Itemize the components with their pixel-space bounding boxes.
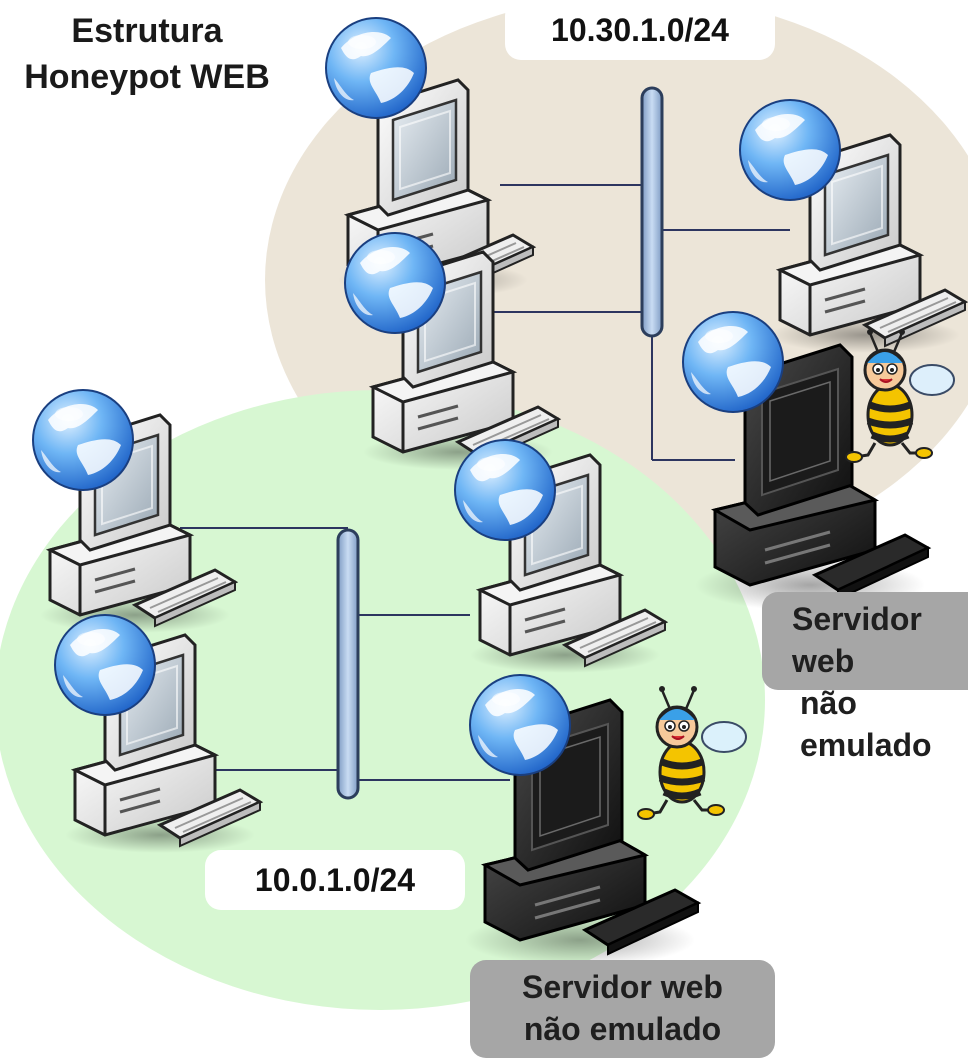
- upper-network-links: [475, 184, 790, 461]
- server-label-line-2: não emulado: [523, 1011, 722, 1047]
- globe-icon: [325, 17, 427, 119]
- globe-icon: [454, 439, 556, 541]
- globe-icon: [32, 389, 134, 491]
- network-bus-lower: [336, 528, 360, 800]
- network-address-upper: 10.30.1.0/24: [505, 0, 775, 60]
- server-label-line-2: não emulado: [800, 685, 932, 763]
- globe-icon: [469, 674, 571, 776]
- globe-icon: [54, 614, 156, 716]
- globe-icon: [682, 311, 784, 413]
- title-line-1: Estrutura: [71, 12, 223, 50]
- network-bus-upper: [640, 86, 664, 338]
- globe-icon: [344, 232, 446, 334]
- server-label-upper: Servidor web não emulado: [762, 592, 968, 763]
- diagram-title: Estrutura Honeypot WEB: [0, 8, 302, 100]
- server-label-line-1: Servidor web: [522, 969, 723, 1005]
- server-label-line-1: Servidor web: [792, 601, 922, 679]
- network-address-lower: 10.0.1.0/24: [205, 850, 465, 910]
- title-line-2: Honeypot WEB: [24, 58, 270, 96]
- globe-icon: [739, 99, 841, 201]
- server-label-lower: Servidor web não emulado: [470, 960, 775, 1058]
- lower-network-links: [175, 527, 510, 781]
